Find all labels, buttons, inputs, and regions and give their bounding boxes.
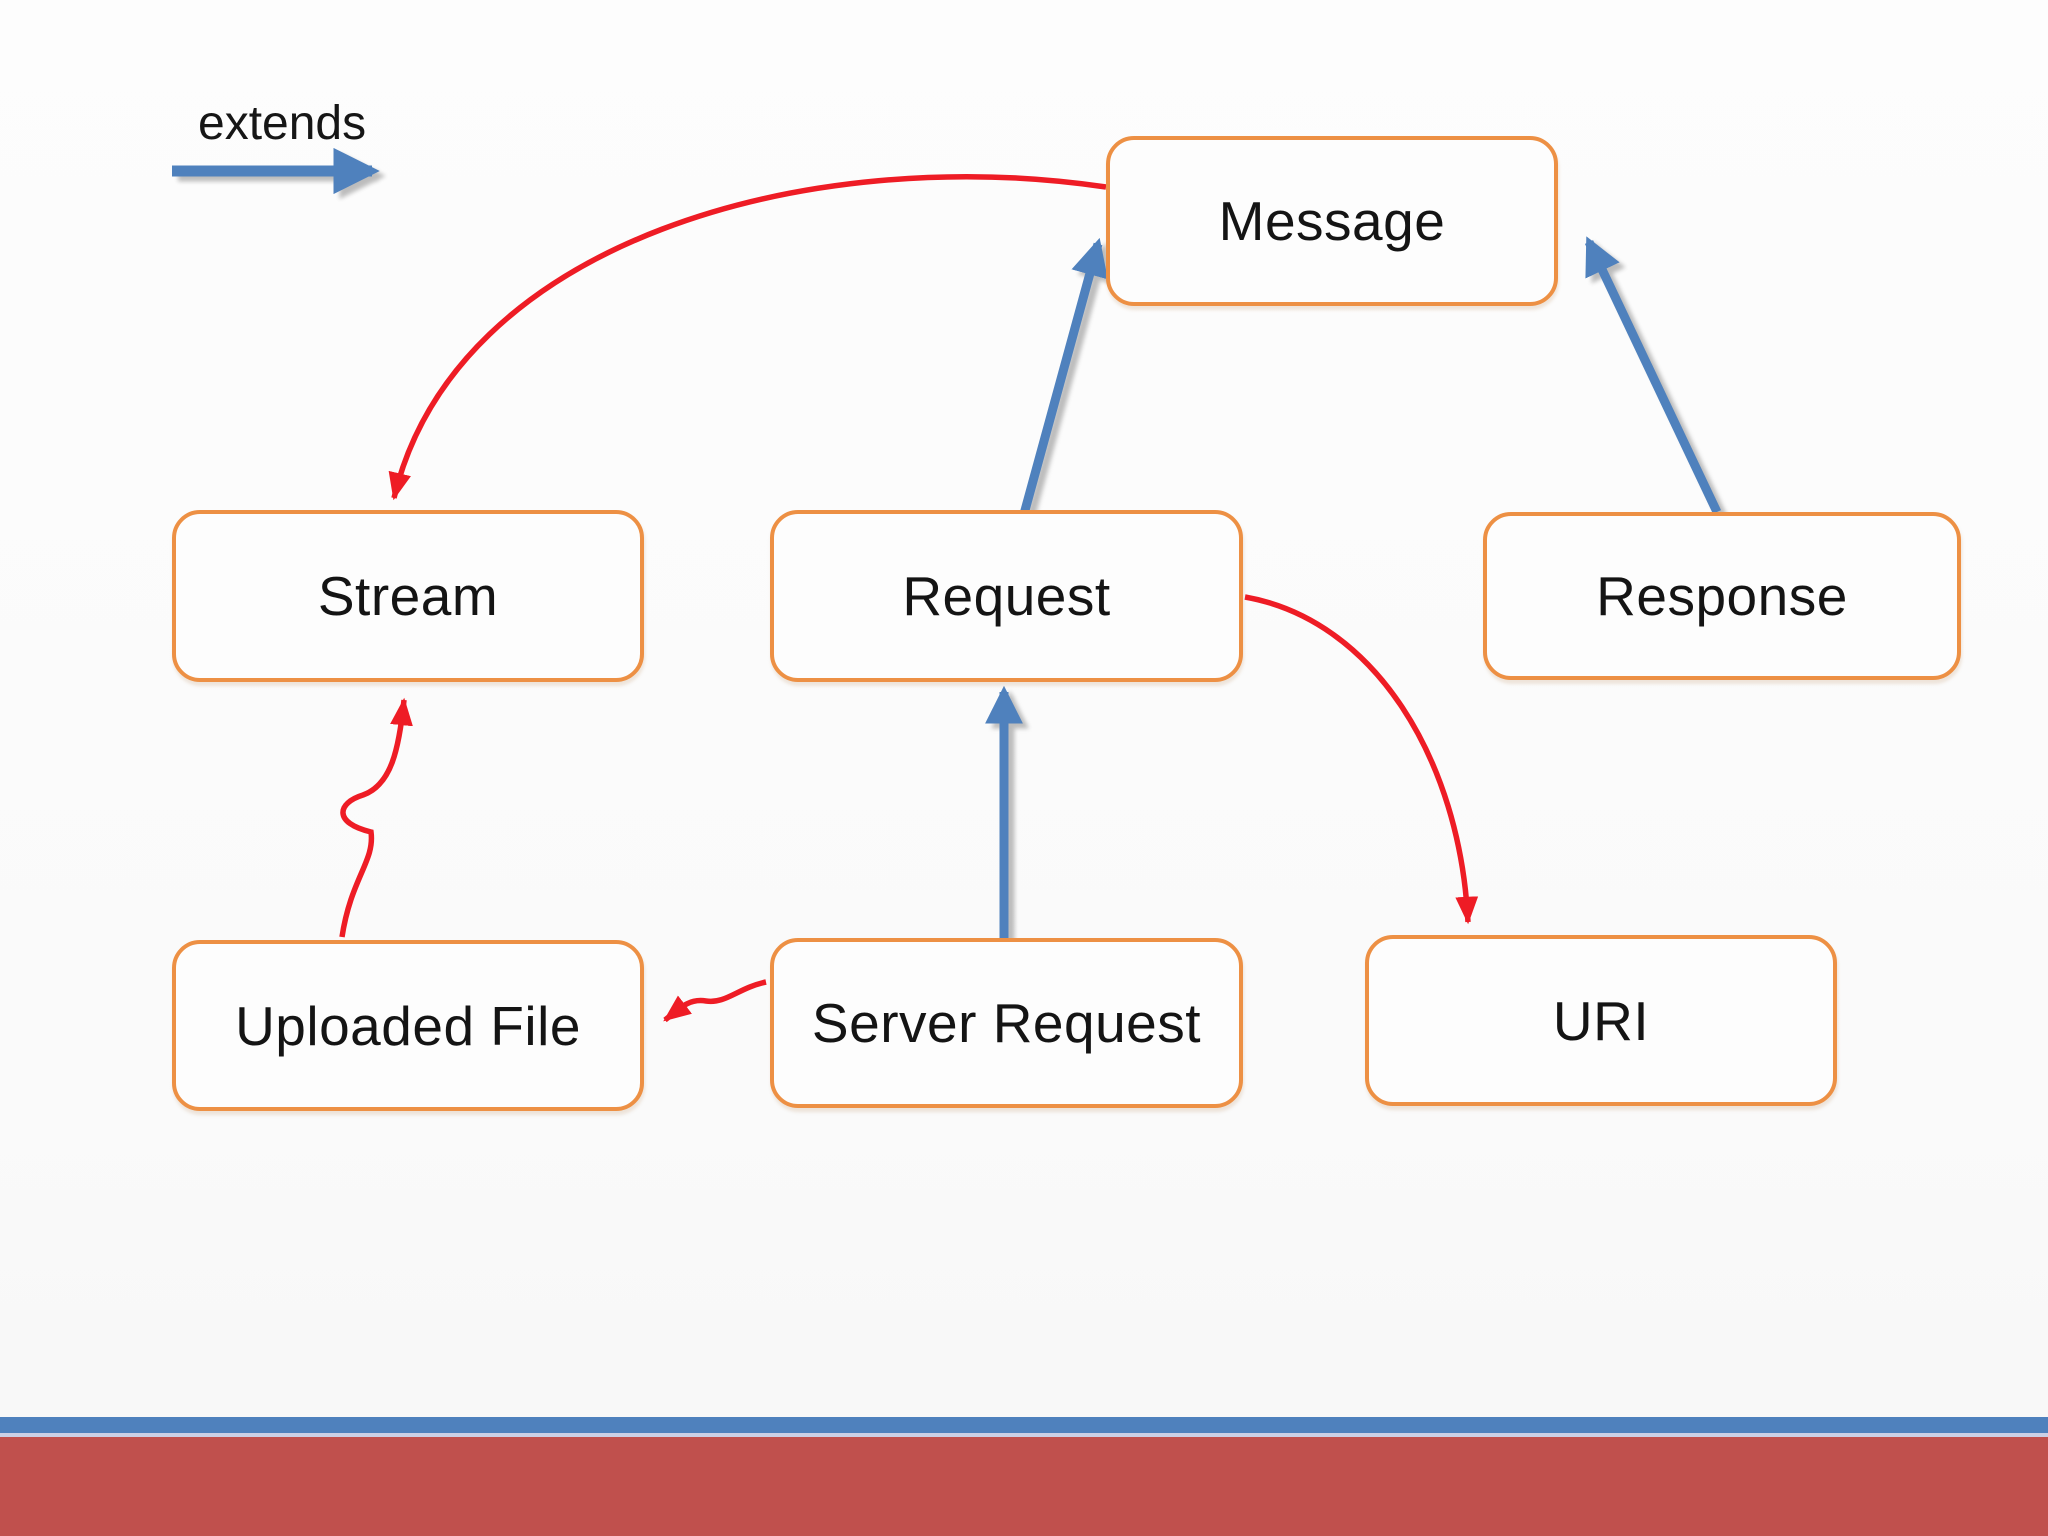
node-request: Request (770, 510, 1243, 682)
node-response: Response (1483, 512, 1961, 680)
footer-bar (0, 1437, 2048, 1536)
edge-request-to-uri (1244, 594, 1479, 925)
edge-request-extends-message (1019, 237, 1108, 516)
edge-response-extends-message (1584, 236, 1722, 514)
footer-accent-bar (0, 1417, 2048, 1433)
legend-label: extends (198, 97, 367, 150)
edge-serverrequest-to-uploadedfile (663, 979, 767, 1023)
edge-message-to-stream (388, 174, 1107, 501)
edge-uploadedfile-to-stream (339, 697, 413, 938)
node-uri: URI (1365, 935, 1837, 1106)
node-stream: Stream (172, 510, 644, 682)
footer-separator (0, 1433, 2048, 1437)
node-uploaded-file: Uploaded File (172, 940, 644, 1111)
node-server-request: Server Request (770, 938, 1243, 1108)
node-message: Message (1106, 136, 1558, 306)
